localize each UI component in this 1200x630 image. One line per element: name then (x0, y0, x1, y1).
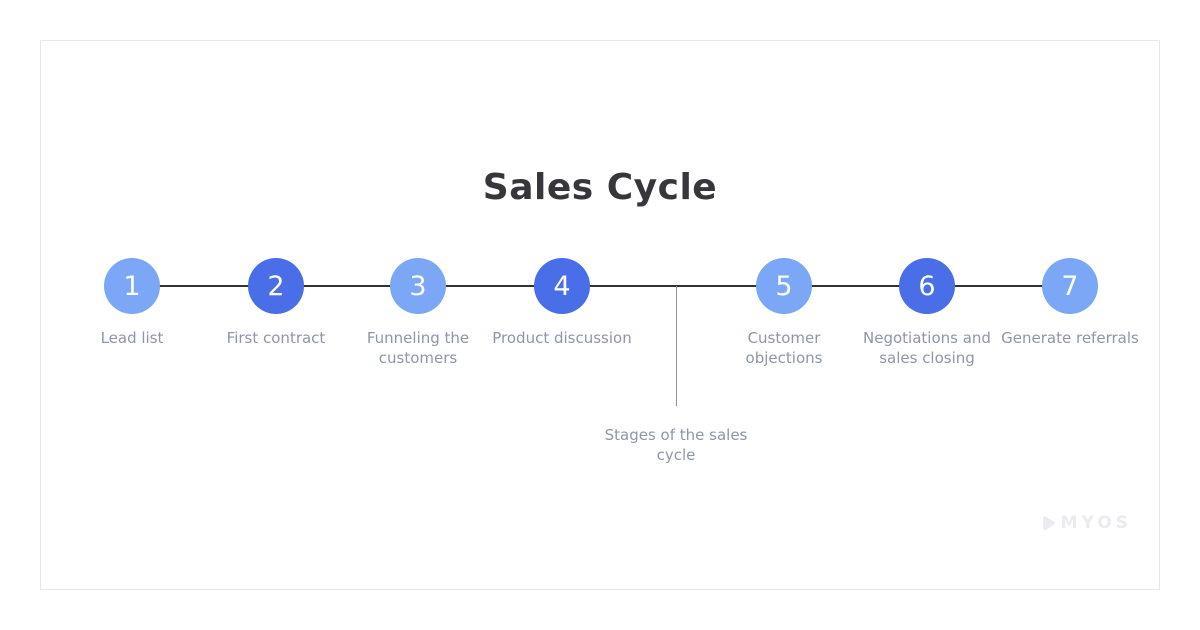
step-number-circle: 6 (899, 258, 955, 314)
brand-logo-text: MYOS (1060, 513, 1132, 533)
step-label: Lead list (100, 329, 164, 347)
step-label: Customer objections (745, 329, 823, 367)
play-triangle-icon (1042, 515, 1056, 531)
step-number-circle: 1 (104, 258, 160, 314)
step-label: Product discussion (492, 329, 632, 347)
step-label: First contract (226, 329, 326, 347)
page-title: Sales Cycle (482, 167, 718, 208)
step-number-circle: 3 (390, 258, 446, 314)
brand-logo: MYOS (1042, 513, 1132, 533)
branch-vertical-line (676, 286, 677, 406)
step-label: Funneling the customers (366, 329, 470, 367)
step-number-circle: 5 (756, 258, 812, 314)
diagram-card: Sales Cycle Stages of the sales cycle 1 … (40, 40, 1160, 590)
step-label: Generate referrals (1001, 329, 1139, 347)
step-number-circle: 7 (1042, 258, 1098, 314)
step-label: Negotiations and sales closing (863, 329, 991, 367)
branch-label: Stages of the sales cycle (604, 426, 748, 464)
step-number-circle: 2 (248, 258, 304, 314)
timeline-horizontal-line (132, 285, 1070, 287)
step-number-circle: 4 (534, 258, 590, 314)
